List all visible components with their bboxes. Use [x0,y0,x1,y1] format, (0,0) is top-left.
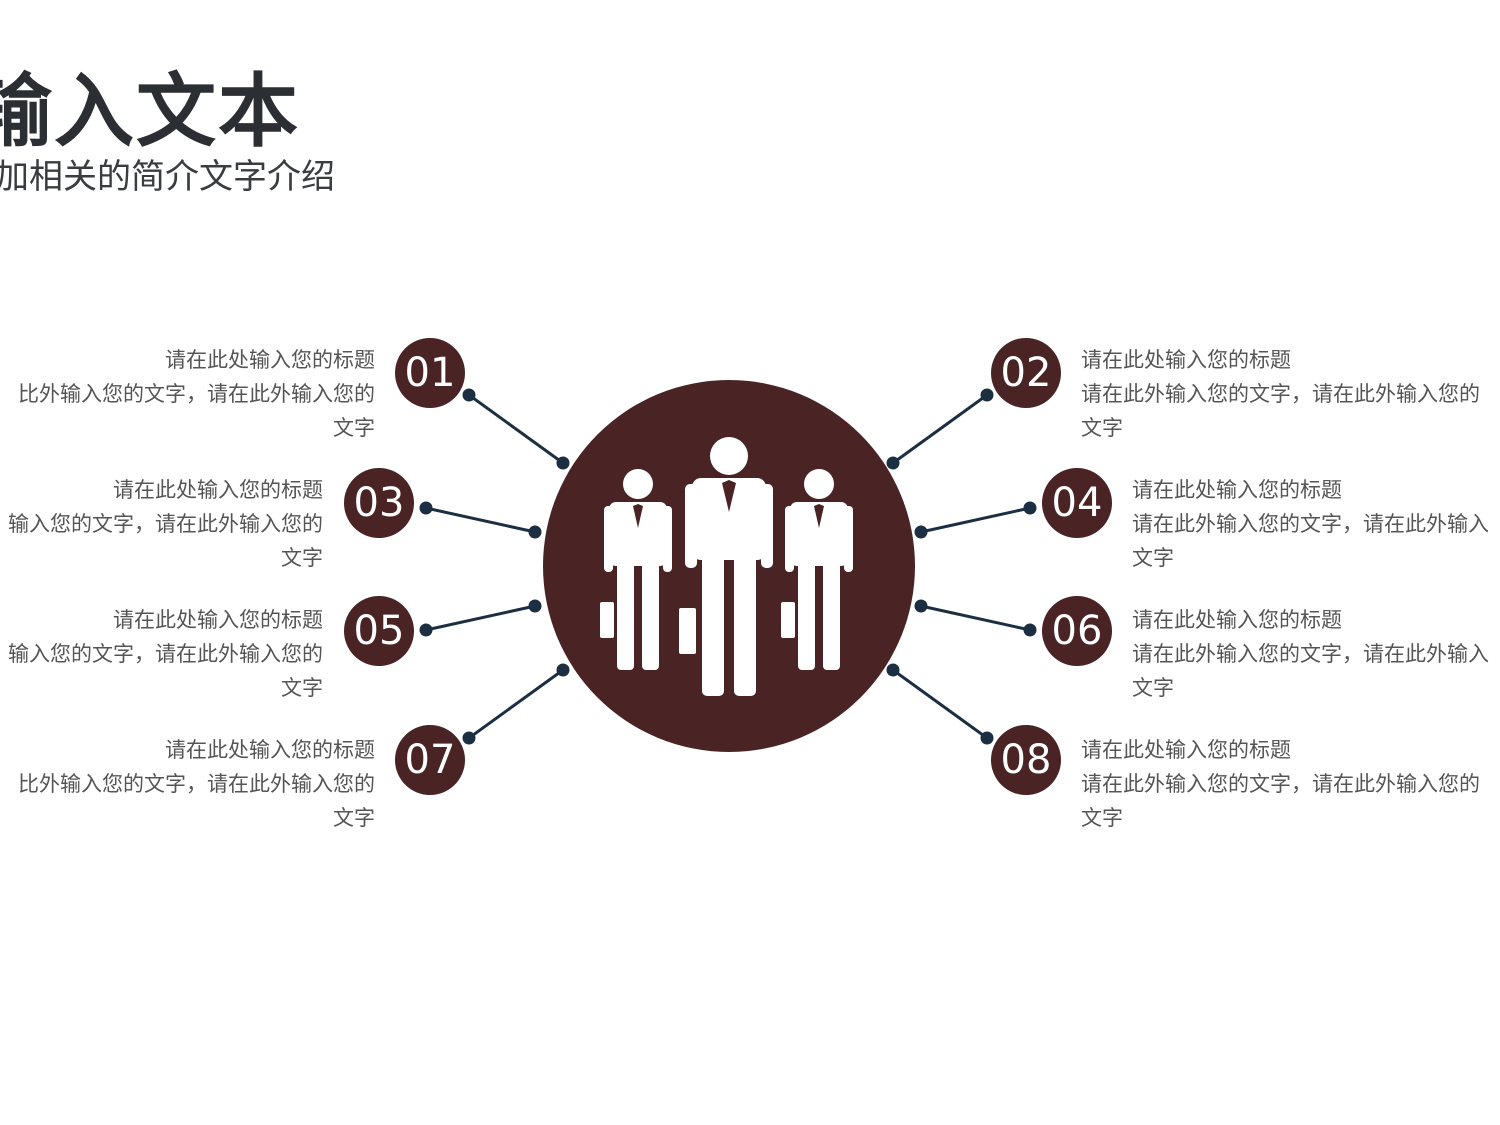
item-title: 请在此处输入您的标题 [113,478,323,502]
badge-01: 01 [395,338,465,408]
item-body: 文字 [333,806,375,830]
connector-04-dot-inner [914,525,928,539]
badge-03: 03 [344,468,414,538]
business-people-icon [600,437,853,696]
connector-04 [920,506,1031,534]
item-07: 请在此处输入您的标题 比外输入您的文字，请在此外输入您的 文字 [18,733,375,835]
item-body: 请在此外输入您的文字，请在此外输入 [1132,642,1489,666]
item-03: 请在此处输入您的标题 输入您的文字，请在此外输入您的 文字 [8,473,323,575]
item-title: 请在此处输入您的标题 [1081,348,1291,372]
item-01: 请在此处输入您的标题 比外输入您的文字，请在此外输入您的 文字 [18,343,375,445]
connector-05-dot-inner [528,599,542,613]
connector-07 [468,668,564,740]
connector-08 [892,668,988,740]
item-08: 请在此处输入您的标题 请在此外输入您的文字，请在此外输入您的 文字 [1081,733,1480,835]
connector-03-dot-outer [419,501,433,515]
connector-06-dot-outer [1023,623,1037,637]
connector-07-dot-outer [462,731,476,745]
connector-05 [425,604,536,632]
item-04: 请在此处输入您的标题 请在此外输入您的文字，请在此外输入 文字 [1132,473,1489,575]
badge-05: 05 [344,596,414,666]
connector-01-dot-outer [462,388,476,402]
item-body: 文字 [281,546,323,570]
item-05: 请在此处输入您的标题 输入您的文字，请在此外输入您的 文字 [8,603,323,705]
item-06: 请在此处输入您的标题 请在此外输入您的文字，请在此外输入 文字 [1132,603,1489,705]
page-subtitle: 加相关的简介文字介绍 [0,157,335,197]
badge-06: 06 [1042,596,1112,666]
connector-03-dot-inner [528,525,542,539]
item-body: 文字 [1132,676,1174,700]
item-body: 文字 [281,676,323,700]
item-title: 请在此处输入您的标题 [165,738,375,762]
badge-04: 04 [1042,468,1112,538]
connector-06 [920,604,1031,632]
item-02: 请在此处输入您的标题 请在此外输入您的文字，请在此外输入您的 文字 [1081,343,1480,445]
item-body: 文字 [1081,416,1123,440]
item-body: 文字 [333,416,375,440]
item-body: 输入您的文字，请在此外输入您的 [8,642,323,666]
item-body: 比外输入您的文字，请在此外输入您的 [18,772,375,796]
item-title: 请在此处输入您的标题 [1132,478,1342,502]
connector-02-dot-inner [886,456,900,470]
connector-02 [892,393,988,465]
connector-06-dot-inner [914,599,928,613]
connector-08-dot-inner [886,663,900,677]
item-title: 请在此处输入您的标题 [1081,738,1291,762]
item-body: 请在此外输入您的文字，请在此外输入您的 [1081,382,1480,406]
connector-02-dot-outer [980,388,994,402]
connector-08-dot-outer [980,731,994,745]
connector-04-dot-outer [1023,501,1037,515]
hub-circle [543,380,915,752]
item-body: 文字 [1081,806,1123,830]
connector-07-dot-inner [556,663,570,677]
item-body: 输入您的文字，请在此外输入您的 [8,512,323,536]
page-title: 输入文本 [0,65,300,158]
badge-08: 08 [991,725,1061,795]
badge-07: 07 [395,725,465,795]
item-body: 比外输入您的文字，请在此外输入您的 [18,382,375,406]
connector-05-dot-outer [419,623,433,637]
badge-02: 02 [991,338,1061,408]
item-title: 请在此处输入您的标题 [113,608,323,632]
connector-03 [425,506,536,534]
connector-01-dot-inner [556,456,570,470]
item-title: 请在此处输入您的标题 [165,348,375,372]
item-body: 请在此外输入您的文字，请在此外输入 [1132,512,1489,536]
connector-01 [468,393,564,465]
item-body: 文字 [1132,546,1174,570]
item-body: 请在此外输入您的文字，请在此外输入您的 [1081,772,1480,796]
item-title: 请在此处输入您的标题 [1132,608,1342,632]
